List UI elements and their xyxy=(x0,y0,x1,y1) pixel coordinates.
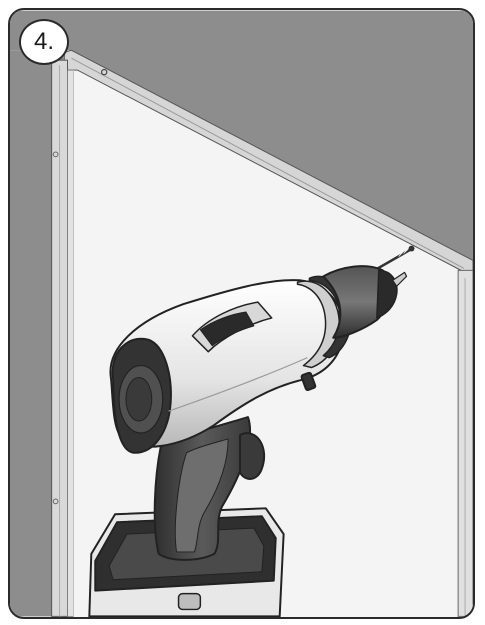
step-number-badge: 4. xyxy=(19,19,69,65)
assembly-illustration xyxy=(10,10,473,617)
step-number-label: 4. xyxy=(34,28,54,56)
instruction-frame: 4. xyxy=(8,8,475,619)
